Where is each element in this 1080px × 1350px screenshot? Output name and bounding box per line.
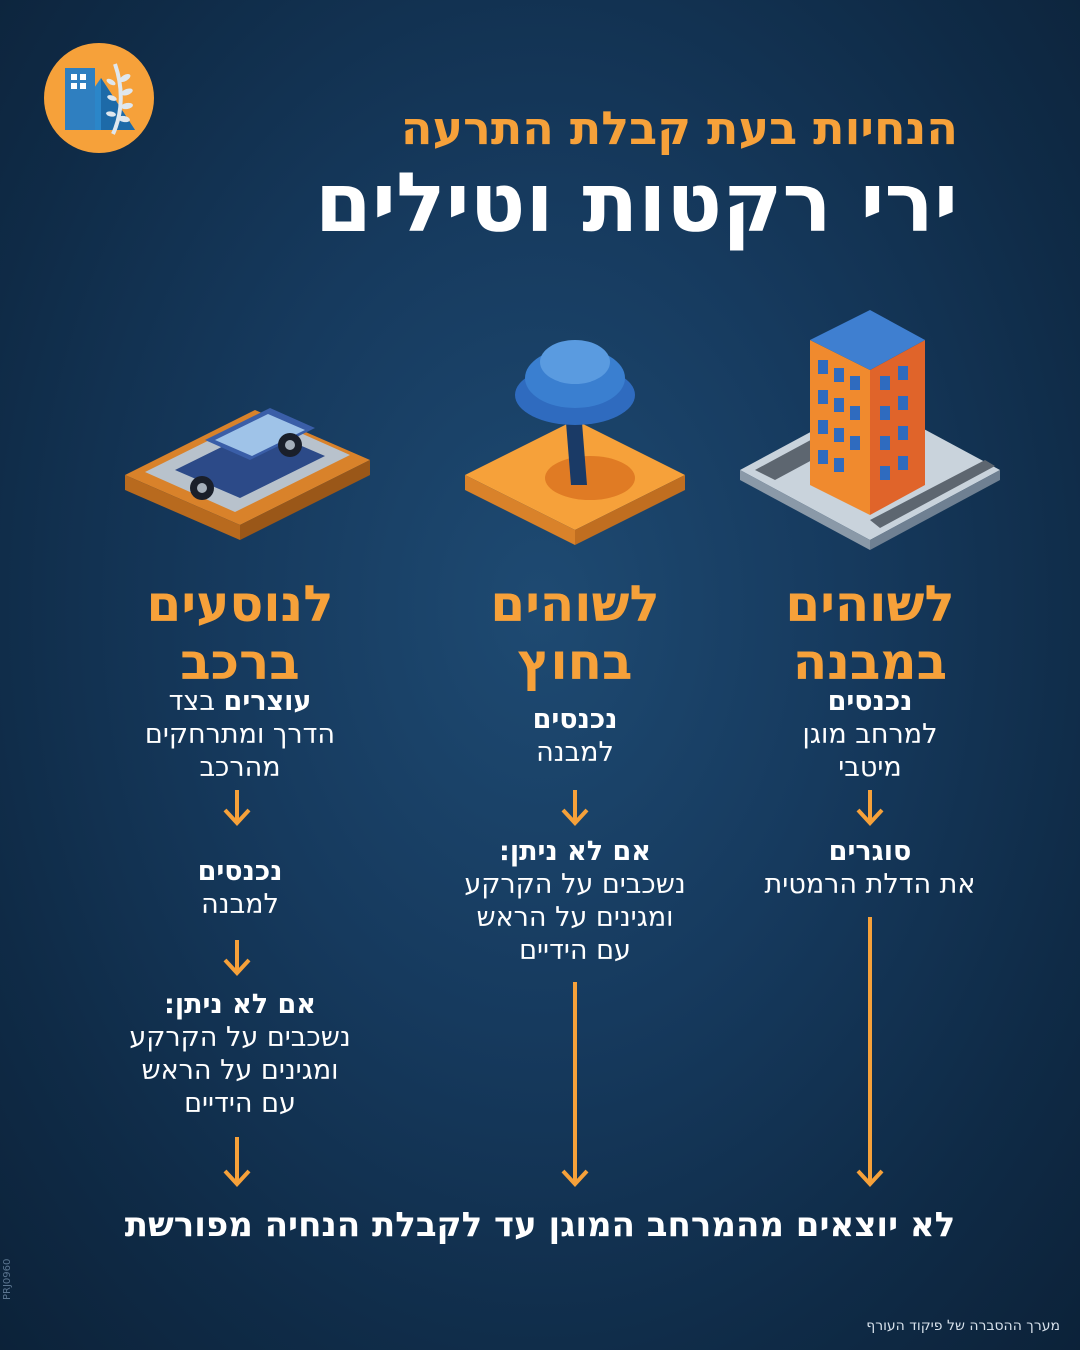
arrow-down-icon xyxy=(561,982,589,1187)
column-title: לנוסעים ברכב xyxy=(146,575,334,691)
arrow-down-icon xyxy=(223,790,251,826)
tree-icon xyxy=(465,340,685,545)
car-icon xyxy=(125,408,370,540)
page-subtitle: הנחיות בעת קבלת התרעה xyxy=(400,101,958,155)
column-building: לשוהים במבנה נכנסים למרחב מוגן מיטבי סוג… xyxy=(710,300,1030,1200)
home-front-command-logo xyxy=(44,43,154,153)
column-title: לשוהים במבנה xyxy=(785,575,955,691)
column-vehicle: לנוסעים ברכב עוצרים בצד הדרך ומתרחקים מה… xyxy=(80,300,400,1200)
reference-code: PRJ0960 xyxy=(2,1258,13,1300)
step-enter-shelter: נכנסים למרחב מוגן מיטבי xyxy=(802,686,938,783)
building-icon xyxy=(740,310,1000,550)
header: הנחיות בעת קבלת התרעה ירי רקטות וטילים xyxy=(158,100,958,250)
arrow-down-icon xyxy=(223,1137,251,1187)
step-lie-down: אם לא ניתן: נשכבים על הקרקע ומגינים על ה… xyxy=(464,836,686,966)
step-close-door: סוגרים את הדלת הרמטית xyxy=(764,836,976,900)
footer-instruction: לא יוצאים מהמרחב המוגן עד לקבלת הנחיה מפ… xyxy=(124,1205,956,1245)
arrow-down-icon xyxy=(856,917,884,1187)
arrow-down-icon xyxy=(223,940,251,976)
column-title: לשוהים בחוץ xyxy=(490,575,660,691)
step-lie-down: אם לא ניתן: נשכבים על הקרקע ומגינים על ה… xyxy=(129,989,351,1119)
credit: מערך ההסברה של פיקוד העורף xyxy=(866,1318,1060,1334)
page-title: ירי רקטות וטילים xyxy=(314,156,958,251)
step-enter-building: נכנסים למבנה xyxy=(532,704,618,768)
step-enter-building: נכנסים למבנה xyxy=(197,856,283,920)
arrow-down-icon xyxy=(856,790,884,826)
arrow-down-icon xyxy=(561,790,589,826)
step-stop-car: עוצרים בצד הדרך ומתרחקים מהרכב xyxy=(144,686,336,783)
column-outside: לשוהים בחוץ נכנסים למבנה אם לא ניתן: נשכ… xyxy=(415,300,735,1200)
